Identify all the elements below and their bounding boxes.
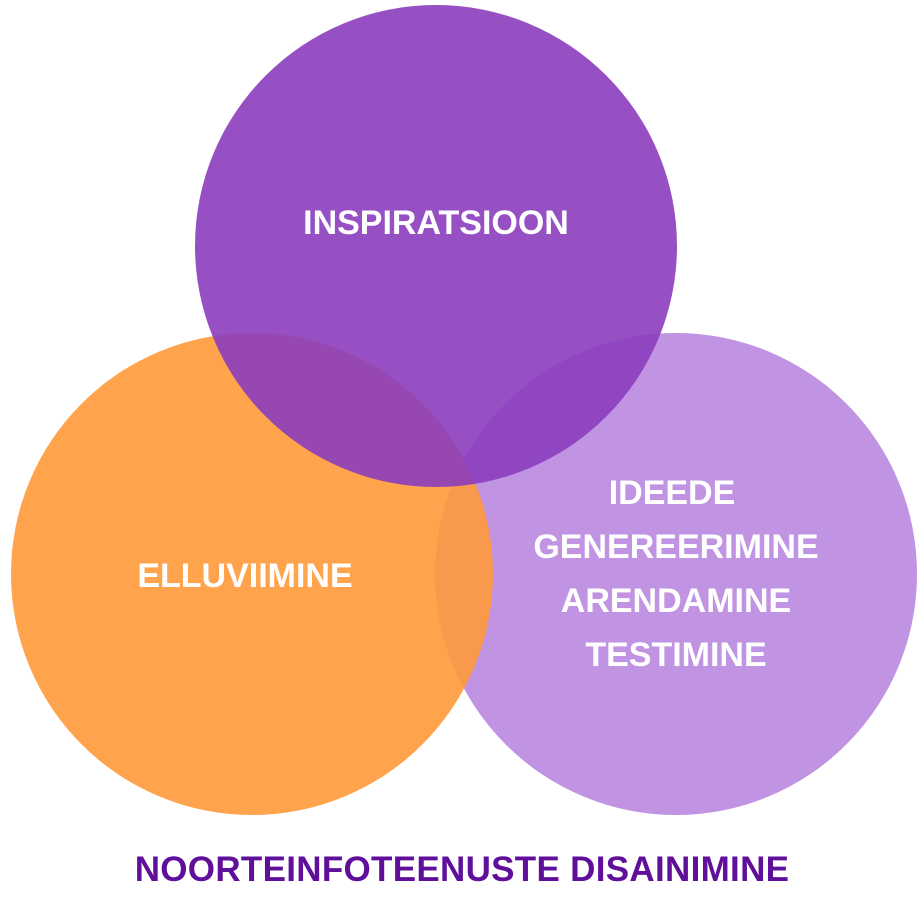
circle-inspiratsioon: [195, 5, 677, 487]
venn-diagram: INSPIRATSIOON ELLUVIIMINE IDEEDE GENEREE…: [11, 5, 917, 815]
label-inspiratsioon: INSPIRATSIOON: [303, 204, 569, 242]
label-ideede-line-3: ARENDAMINE: [561, 582, 791, 620]
label-ideede-line-2: GENEREERIMINE: [533, 528, 818, 566]
label-ideede-line-4: TESTIMINE: [585, 636, 766, 674]
diagram-caption: NOORTEINFOTEENUSTE DISAINIMINE: [134, 850, 790, 889]
label-elluviimine: ELLUVIIMINE: [137, 557, 352, 595]
label-ideede-line-1: IDEEDE: [609, 474, 736, 512]
